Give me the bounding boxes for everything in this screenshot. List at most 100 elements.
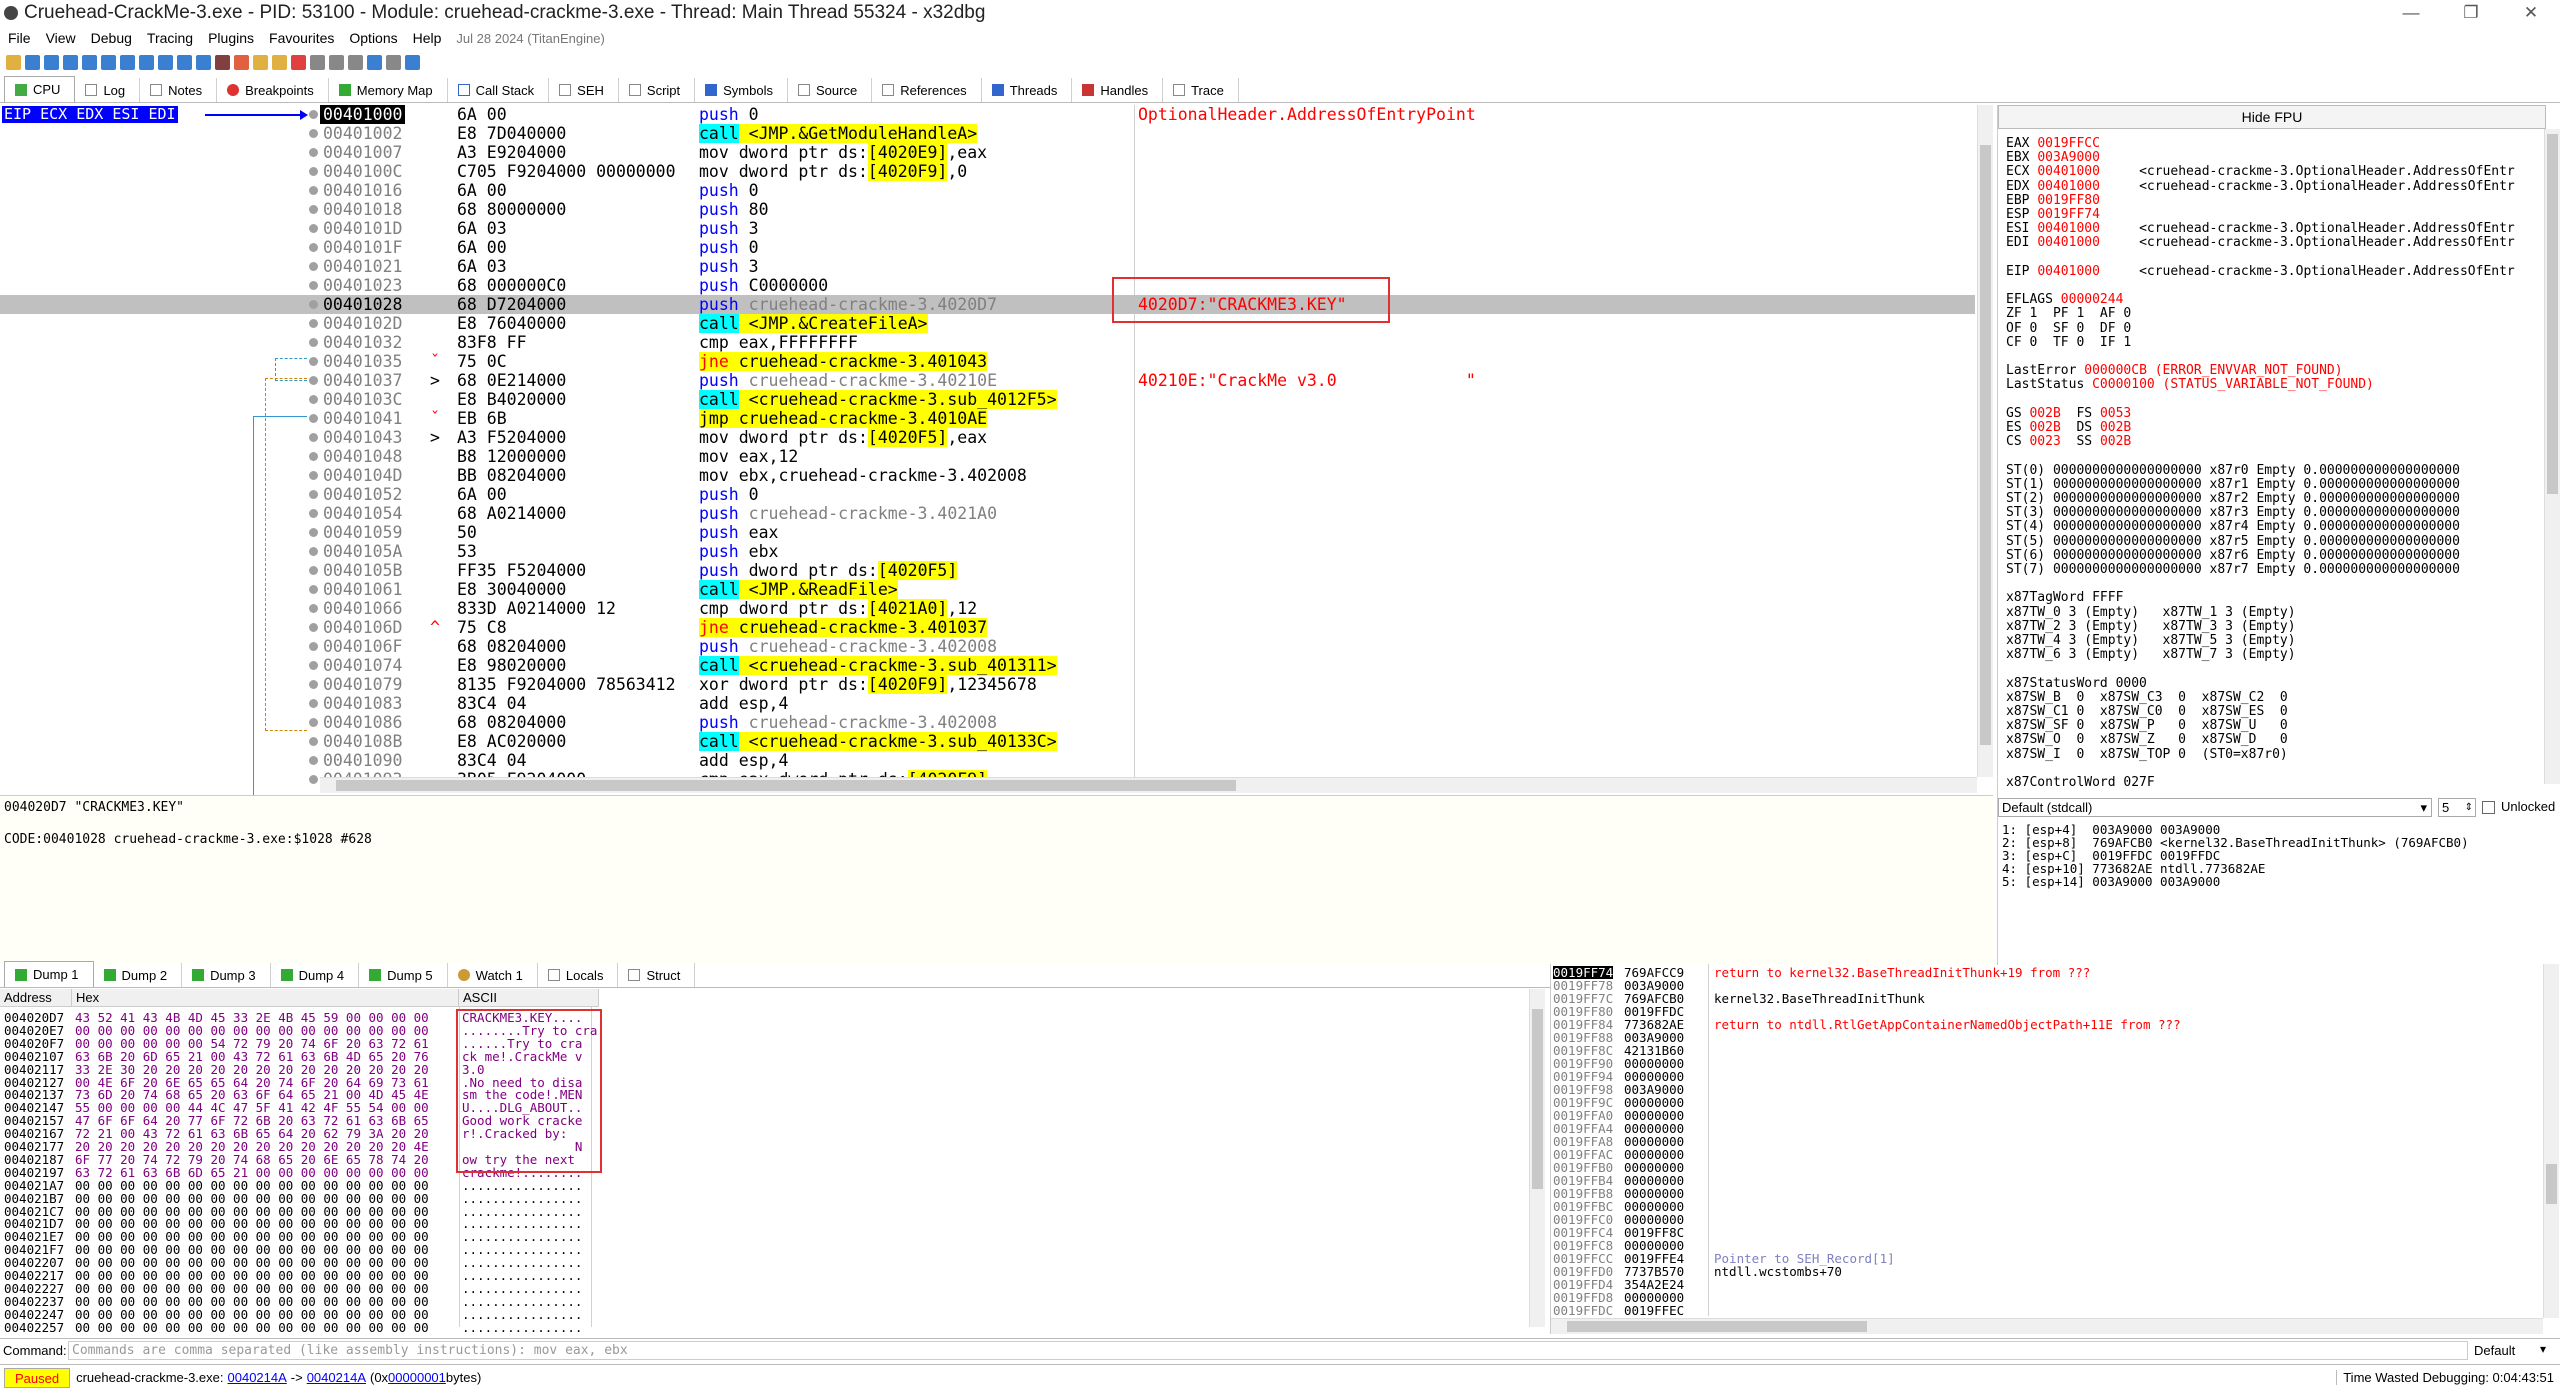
tab-dump-3[interactable]: Dump 3 (182, 963, 271, 987)
scylla-icon[interactable] (215, 54, 230, 70)
tab-trace[interactable]: Trace (1163, 78, 1239, 102)
dump-header-ascii[interactable]: ASCII (459, 989, 599, 1007)
arg-count-spinner[interactable]: 5⇕ (2438, 798, 2476, 817)
breakpoint-dot-icon[interactable] (309, 566, 318, 575)
settings-icon[interactable] (405, 54, 420, 70)
fpu-register-line[interactable]: ST(1) 0000000000000000000 x87r1 Empty 0.… (2006, 477, 2460, 492)
register-ebp[interactable]: EBP 0019FF80 (2006, 193, 2139, 208)
tab-dump-2[interactable]: Dump 2 (94, 963, 183, 987)
scroll-thumb[interactable] (1532, 1009, 1543, 1189)
register-esi[interactable]: ESI 00401000 <cruehead-crackme-3.Optiona… (2006, 222, 2515, 236)
breakpoint-dot-icon[interactable] (309, 471, 318, 480)
breakpoint-dot-icon[interactable] (309, 281, 318, 290)
tab-dump-1[interactable]: Dump 1 (4, 961, 94, 987)
breakpoint-dot-icon[interactable] (309, 433, 318, 442)
fpu-status-line[interactable]: x87SW_I 0 x87SW_TOP 0 (ST0=x87r0) (2006, 747, 2288, 762)
breakpoint-dot-icon[interactable] (309, 129, 318, 138)
menu-view[interactable]: View (45, 30, 76, 46)
tab-notes[interactable]: Notes (140, 78, 218, 102)
font-icon[interactable] (348, 54, 363, 70)
menu-debug[interactable]: Debug (90, 30, 132, 46)
fpu-status-line[interactable]: x87SW_O 0 x87SW_Z 0 x87SW_D 0 (2006, 733, 2288, 747)
breakpoint-dot-icon[interactable] (309, 167, 318, 176)
minimize-button[interactable]: — (2402, 3, 2420, 22)
register-scrollbar[interactable] (2544, 129, 2560, 784)
dump-scrollbar[interactable] (1529, 989, 1545, 1327)
breakpoint-dot-icon[interactable] (309, 376, 318, 385)
tab-call-stack[interactable]: Call Stack (448, 78, 550, 102)
scroll-thumb[interactable] (1567, 1321, 1867, 1332)
tab-memory-map[interactable]: Memory Map (329, 78, 448, 102)
execute-till-return-icon[interactable] (177, 54, 192, 70)
breakpoint-dot-icon[interactable] (309, 604, 318, 613)
call-arg-line[interactable]: 3: [esp+C] 0019FFDC 0019FFDC (2002, 848, 2221, 863)
breakpoint-dot-icon[interactable] (309, 338, 318, 347)
call-arg-line[interactable]: 2: [esp+8] 769AFCB0 <kernel32.BaseThread… (2002, 835, 2469, 850)
fpu-status-header[interactable]: x87StatusWord 0000 (2006, 676, 2147, 691)
breakpoint-dot-icon[interactable] (309, 452, 318, 461)
breakpoint-dot-icon[interactable] (309, 623, 318, 632)
function-icon[interactable] (310, 54, 325, 70)
label-icon[interactable] (272, 54, 287, 70)
fpu-tag-header[interactable]: x87TagWord FFFF (2006, 591, 2123, 605)
register-lasterror[interactable]: LastError 000000CB (ERROR_ENVVAR_NOT_FOU… (2006, 364, 2343, 378)
find-icon[interactable] (367, 54, 382, 70)
breakpoint-dot-icon[interactable] (309, 528, 318, 537)
segment-line[interactable]: ES 002B DS 002B (2006, 421, 2131, 435)
register-eax[interactable]: EAX 0019FFCC (2006, 137, 2139, 151)
tab-handles[interactable]: Handles (1072, 78, 1164, 102)
trace-over-icon[interactable] (158, 54, 173, 70)
bookmark-icon[interactable] (291, 54, 306, 70)
call-arg-line[interactable]: 5: [esp+14] 003A9000 003A9000 (2002, 874, 2221, 889)
tab-script[interactable]: Script (619, 78, 696, 102)
fpu-register-line[interactable]: ST(2) 0000000000000000000 x87r2 Empty 0.… (2006, 492, 2460, 506)
breakpoint-dot-icon[interactable] (309, 205, 318, 214)
breakpoint-dot-icon[interactable] (309, 243, 318, 252)
menu-plugins[interactable]: Plugins (208, 30, 255, 46)
status-address-to-link[interactable]: 0040214A (306, 1370, 366, 1385)
